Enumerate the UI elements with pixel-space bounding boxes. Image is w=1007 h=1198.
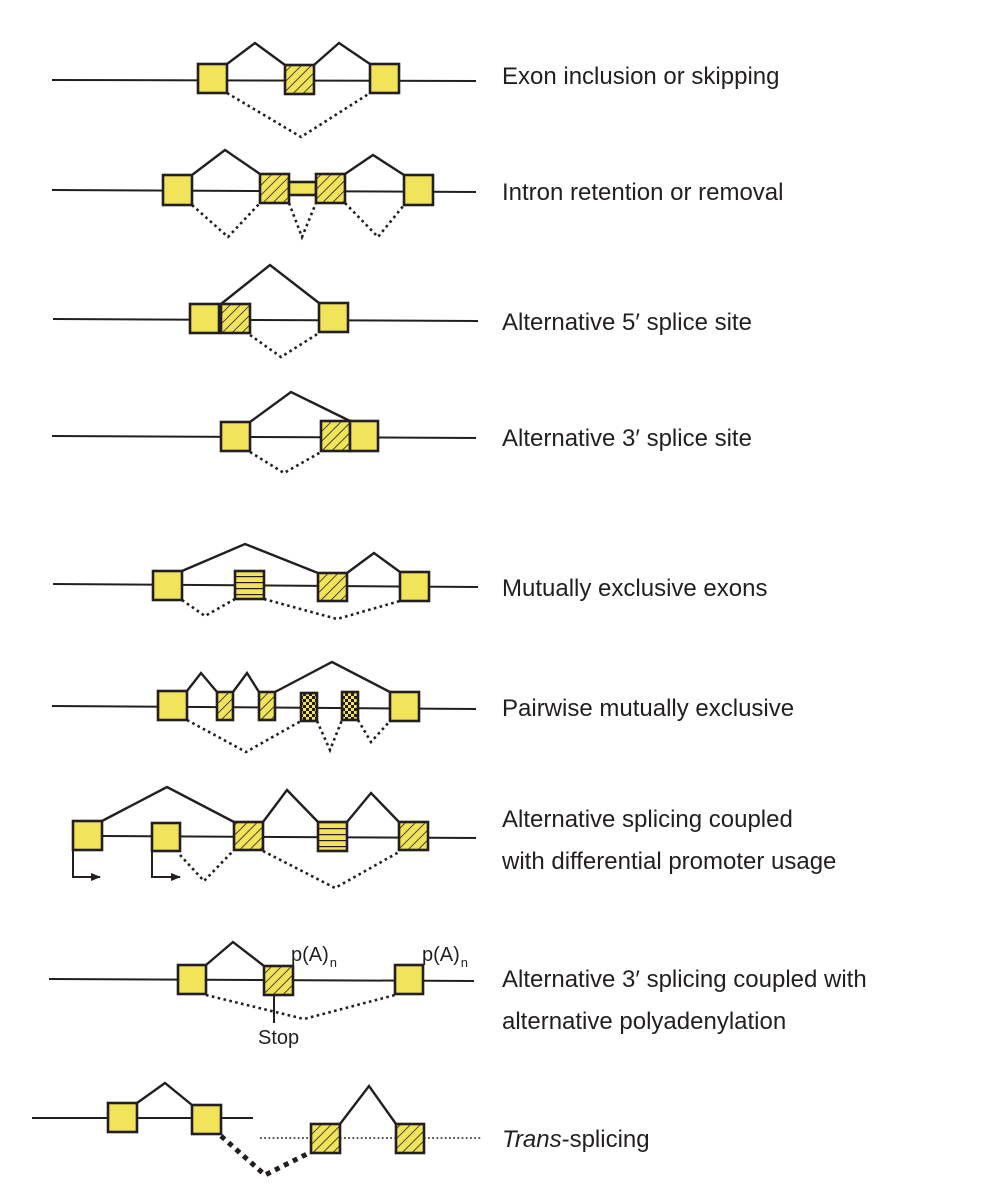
- row-trans-splicing: Trans-splicing: [32, 1081, 650, 1178]
- splice-junction: [339, 1083, 397, 1125]
- trans-junction: [219, 1134, 313, 1178]
- alt-junction: [263, 597, 401, 621]
- stop-label: Stop: [258, 1027, 299, 1049]
- alternative-exon-hatched: [232, 820, 265, 852]
- splice-junction: [346, 551, 401, 574]
- splice-junction: [274, 660, 391, 694]
- row-label: Alternative 3′ splice site: [502, 425, 752, 452]
- row-label: with differential promoter usage: [501, 848, 836, 875]
- constitutive-exon: [402, 173, 435, 207]
- row-label: Intron retention or removal: [502, 179, 783, 206]
- splice-junction: [249, 390, 351, 423]
- alternative-exon-hatched: [219, 302, 252, 335]
- retained-intron: [287, 180, 318, 197]
- splice-junction: [346, 791, 400, 823]
- splice-junction: [313, 41, 371, 66]
- alt-junction: [249, 450, 322, 475]
- row-mutually-exclusive: Mutually exclusive exons: [52, 542, 767, 621]
- skip-junction: [226, 91, 371, 139]
- constitutive-exon: [176, 963, 208, 996]
- intron-line: [51, 79, 477, 82]
- alt-junction: [249, 331, 320, 359]
- row-label: Pairwise mutually exclusive: [502, 695, 794, 722]
- alternative-exon-hatched: [309, 1122, 342, 1155]
- alt-junction: [191, 202, 261, 239]
- row-label: Trans-splicing: [502, 1126, 650, 1153]
- alt-junction: [262, 849, 400, 890]
- constitutive-exon: [317, 301, 350, 334]
- alt-junction: [344, 202, 406, 239]
- alternative-exon-hatched: [394, 1122, 426, 1155]
- row-label: Alternative splicing coupled: [502, 806, 793, 833]
- first-exon-promoter-2: [150, 821, 182, 853]
- splice-junction: [136, 1081, 193, 1106]
- promoter-arrow-icon: [151, 851, 181, 881]
- splice-junction: [181, 542, 319, 575]
- first-exon-promoter-1: [71, 819, 104, 852]
- alternative-terminal-exon: [393, 963, 425, 996]
- polya-label: p(A)n: [422, 944, 468, 970]
- splice-junction: [186, 671, 218, 693]
- constitutive-exon: [398, 570, 431, 603]
- alternative-exon-striped: [316, 820, 349, 853]
- splice-junction: [191, 148, 261, 176]
- row-pairwise-mutually-exclusive: Pairwise mutually exclusive: [51, 660, 794, 754]
- constitutive-exon: [388, 690, 421, 723]
- alternative-exon-hatched: [215, 690, 235, 722]
- splice-junction: [232, 670, 261, 693]
- intron-line: [51, 435, 477, 439]
- alternative-exon-hatched: [258, 172, 291, 205]
- constitutive-exon: [188, 302, 221, 335]
- constitutive-exon: [190, 1103, 223, 1136]
- intron-line: [52, 318, 479, 322]
- constitutive-exon: [368, 62, 401, 95]
- constitutive-exon: [196, 62, 229, 95]
- splice-junction: [101, 785, 235, 824]
- alt-junction: [315, 719, 344, 754]
- row-label: Mutually exclusive exons: [502, 575, 767, 602]
- alt-junction: [179, 849, 235, 883]
- row-exon-inclusion: Exon inclusion or skipping: [51, 41, 780, 139]
- constitutive-exon: [156, 689, 189, 722]
- splice-junction: [262, 788, 319, 823]
- row-alt-5-splice: Alternative 5′ splice site: [52, 263, 752, 359]
- alternative-exon-checker: [340, 690, 360, 722]
- row-label: Alternative 3′ splicing coupled with: [502, 966, 867, 993]
- splice-junction: [205, 940, 265, 967]
- alternative-exon-striped: [233, 569, 266, 601]
- row-label: alternative polyadenylation: [502, 1008, 786, 1035]
- constitutive-exon: [106, 1101, 139, 1134]
- alternative-exon-hatched: [262, 964, 295, 997]
- splice-junction: [344, 153, 405, 177]
- alt-junction: [181, 597, 236, 618]
- alternative-exon-hatched: [319, 419, 352, 453]
- row-intron-retention: Intron retention or removal: [51, 148, 783, 241]
- alt-junction: [186, 718, 302, 754]
- polya-label: p(A)n: [291, 944, 337, 970]
- splice-junction: [226, 41, 286, 66]
- row-label: Exon inclusion or skipping: [502, 63, 780, 90]
- alt-junction: [356, 719, 391, 745]
- row-label: Alternative 5′ splice site: [502, 309, 752, 336]
- alternative-exon-hatched: [397, 820, 430, 852]
- promoter-arrow-icon: [72, 851, 101, 881]
- alternative-exon-checker: [299, 691, 319, 723]
- alternative-exon-hatched: [283, 63, 316, 96]
- constitutive-exon: [219, 420, 252, 453]
- constitutive-exon: [161, 173, 194, 207]
- splice-junction: [220, 263, 320, 305]
- alternative-exon-hatched: [257, 690, 277, 722]
- row-promoter-usage: Alternative splicing coupled with differ…: [71, 785, 836, 890]
- alt-junction: [287, 202, 318, 241]
- alternative-exon-hatched: [314, 172, 347, 205]
- alt-junction: [205, 993, 396, 1021]
- alternative-exon-hatched: [316, 571, 349, 603]
- row-polyadenylation: p(A)n p(A)n Stop Alternative 3′ splicing…: [48, 940, 867, 1049]
- constitutive-exon: [348, 419, 380, 453]
- constitutive-exon: [151, 569, 184, 602]
- row-alt-3-splice: Alternative 3′ splice site: [51, 390, 752, 475]
